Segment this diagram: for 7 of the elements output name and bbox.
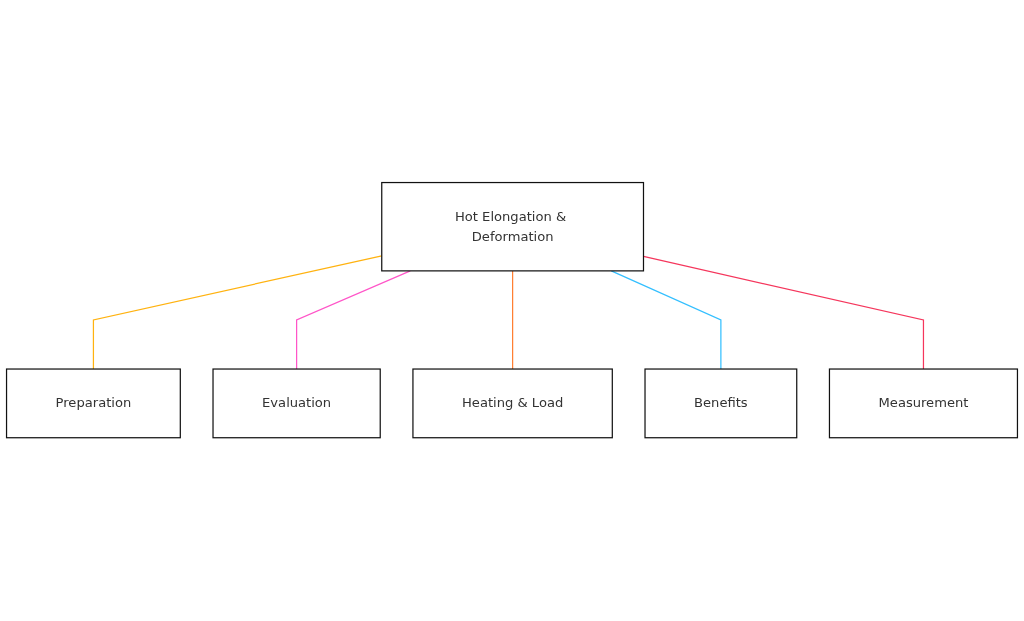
node-box: Hot Elongation & Deformation xyxy=(381,182,645,272)
node-box: Benefits xyxy=(644,368,798,439)
node-box: Measurement xyxy=(828,368,1019,439)
node-box: Heating & Load xyxy=(412,368,613,439)
connector xyxy=(512,270,514,370)
node-box: Evaluation xyxy=(212,368,381,439)
node-box: Preparation xyxy=(5,368,181,439)
